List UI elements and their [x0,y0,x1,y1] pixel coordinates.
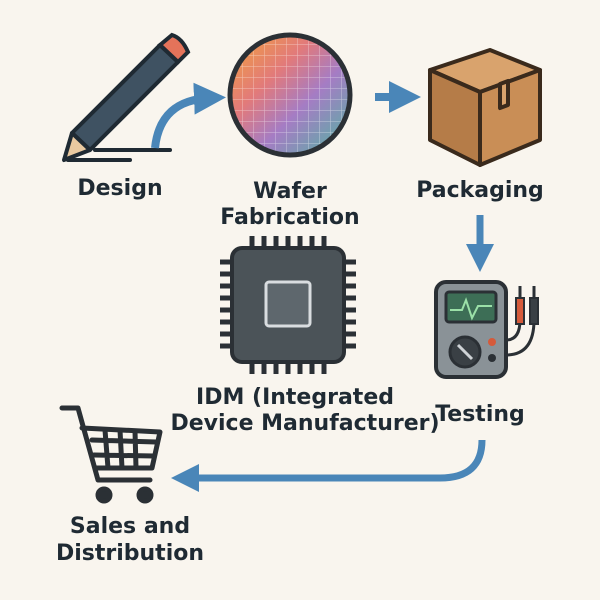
package-box-icon [428,48,542,167]
label-packaging: Packaging [416,178,544,203]
wafer-icon [227,32,353,158]
label-wafer-line2: Fabrication [220,205,360,230]
multimeter-icon [434,280,539,379]
label-sales-line2: Distribution [55,541,205,566]
label-wafer-line1: Wafer [253,179,327,204]
pencil-icon [62,32,191,162]
arrow-design-to-wafer [151,82,226,149]
shopping-cart-icon [59,405,163,504]
arrow-testing-to-sales [171,439,486,492]
label-testing: Testing [435,402,525,427]
chip-icon [220,236,356,374]
label-idm-line2: Device Manufacturer) [170,411,440,436]
label-idm-line1: IDM (Integrated [196,385,394,410]
label-sales-line1: Sales and [69,514,191,539]
label-design: Design [77,176,163,201]
